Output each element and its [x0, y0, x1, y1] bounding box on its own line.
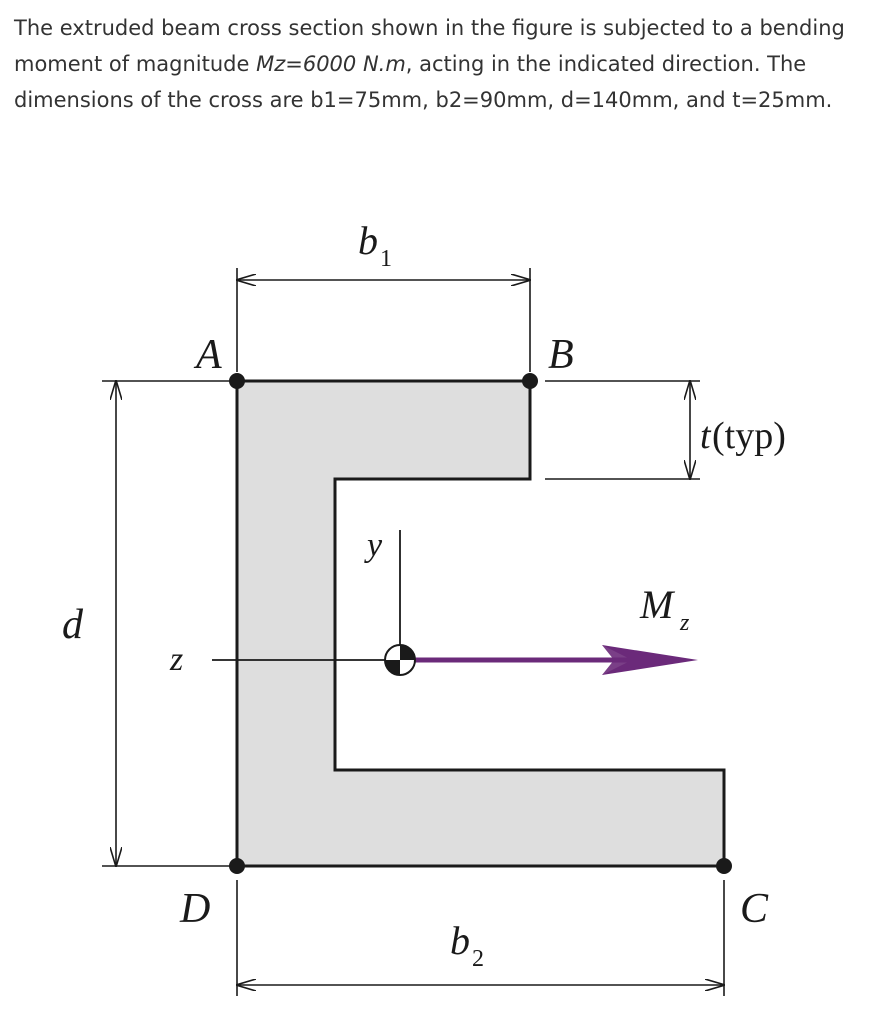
problem-text-part1: The extruded beam cross section shown in… — [14, 16, 845, 76]
problem-moment: Mz=6000 N.m — [256, 52, 406, 76]
centroid-icon — [384, 644, 416, 676]
problem-text-part2: , acting in the indicated direction. The… — [14, 52, 833, 112]
label-moment: M — [639, 582, 676, 627]
label-point-d: D — [179, 886, 210, 932]
label-point-b: B — [548, 332, 574, 378]
label-point-c: C — [740, 886, 769, 932]
label-axis-y: y — [364, 527, 383, 564]
label-point-a: A — [193, 332, 222, 378]
label-moment-subscript: z — [679, 610, 690, 636]
label-b1-subscript: 1 — [380, 246, 392, 272]
beam-cross-section — [235, 379, 726, 868]
label-d: d — [62, 602, 84, 648]
point-c-marker — [716, 858, 732, 874]
point-d-marker — [229, 858, 245, 874]
label-axis-z: z — [169, 641, 183, 678]
moment-arrowhead-inner — [602, 645, 660, 675]
problem-statement: The extruded beam cross section shown in… — [14, 10, 864, 118]
label-b2-subscript: 2 — [472, 946, 484, 972]
label-b1: b — [358, 218, 378, 263]
point-b-marker — [522, 373, 538, 389]
label-t-typ: (typ) — [712, 415, 786, 457]
label-b2: b — [450, 918, 470, 963]
extension-lines — [102, 268, 725, 996]
point-a-marker — [229, 373, 245, 389]
label-t: t — [700, 415, 712, 457]
